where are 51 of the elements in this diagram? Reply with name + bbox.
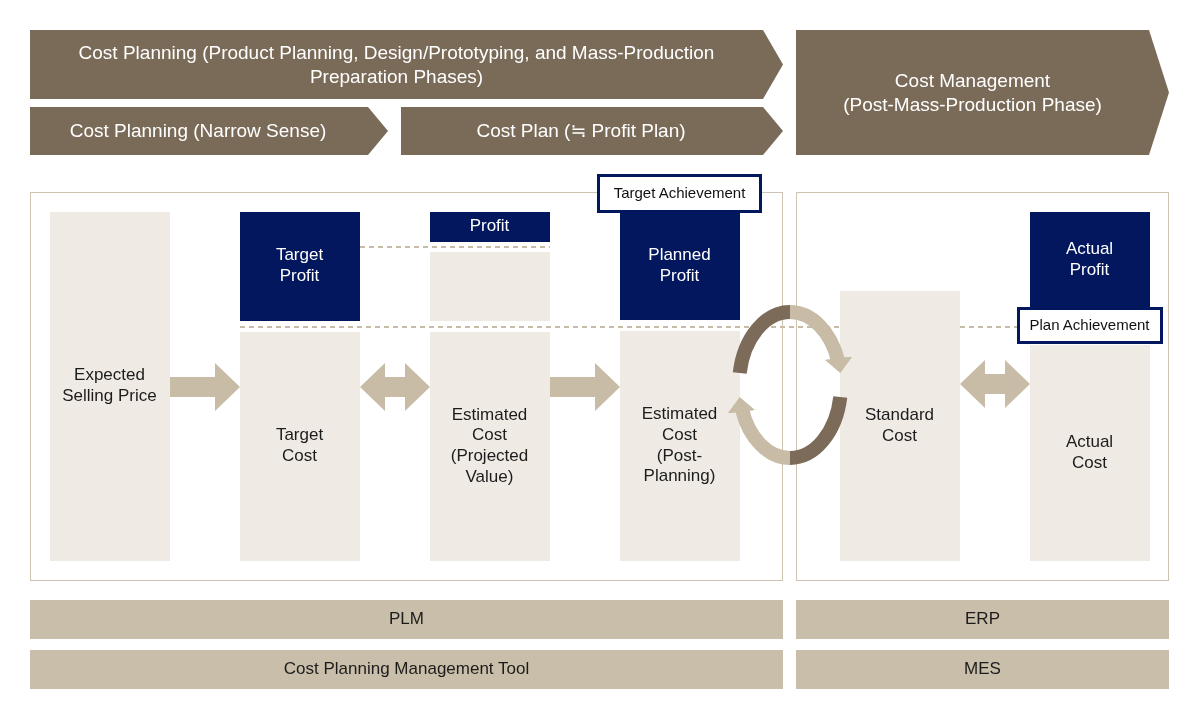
callout-text: Target Achievement (613, 184, 746, 203)
phase-banner (796, 30, 1169, 155)
profit-bar (1029, 211, 1150, 308)
system-label: Cost Planning Management Tool (283, 659, 530, 680)
bar-label: Actual Cost (1064, 431, 1115, 474)
cycle-arrow (728, 395, 848, 465)
cost-bar (839, 290, 960, 561)
double-headed-block-arrow (360, 363, 430, 411)
phase-banner (401, 107, 783, 155)
system-bar (30, 600, 783, 639)
callout-text: Plan Achievement (1029, 315, 1150, 335)
bar-label: Expected Selling Price (61, 365, 158, 407)
profit-bar (429, 211, 550, 242)
bar-label: Estimated Cost (Post-Planning) (640, 404, 719, 487)
profit-bar (239, 211, 360, 321)
cost-bar (49, 211, 170, 561)
block-arrow (550, 363, 620, 411)
system-bar (796, 650, 1169, 689)
block-arrow (170, 363, 240, 411)
dashed-line (239, 326, 841, 328)
phase-label: Cost Plan (≒ Profit Plan) (476, 119, 686, 143)
system-bar (30, 650, 783, 689)
double-headed-block-arrow (960, 360, 1030, 408)
bar-label: Planned Profit (647, 244, 712, 287)
empty-bar (429, 251, 550, 321)
bar-label: Estimated Cost (Projected Value) (449, 404, 530, 488)
phase-label: Cost Planning (Narrow Sense) (69, 119, 327, 143)
panel-frame (796, 192, 1169, 581)
cost-bar (619, 330, 740, 561)
phase-label: Cost Planning (Product Planning, Design/Prototyping, and Mass-Production Preparation Phases) (77, 41, 716, 88)
system-bar (796, 600, 1169, 639)
system-label: ERP (965, 609, 1000, 630)
cost-bar (239, 331, 360, 561)
dashed-line (959, 326, 1018, 328)
dashed-line (359, 246, 551, 248)
bar-label: Target Cost (274, 425, 325, 467)
phase-banner (30, 30, 783, 99)
system-label: MES (964, 659, 1001, 680)
profit-bar (619, 211, 740, 320)
callout-box (1016, 306, 1163, 344)
bar-label: Standard Cost (864, 404, 935, 447)
system-label: PLM (389, 609, 424, 630)
phase-label: Cost Management (Post-Mass-Production Phase) (842, 69, 1103, 116)
phase-banner (30, 107, 388, 155)
cycle-arrow (732, 305, 852, 375)
cost-bar (429, 331, 550, 561)
callout-box (597, 174, 762, 213)
bar-label: Actual Profit (1064, 238, 1115, 281)
cost-bar (1029, 344, 1150, 561)
bar-label: Target Profit (274, 245, 325, 287)
bar-label: Profit (469, 216, 510, 237)
